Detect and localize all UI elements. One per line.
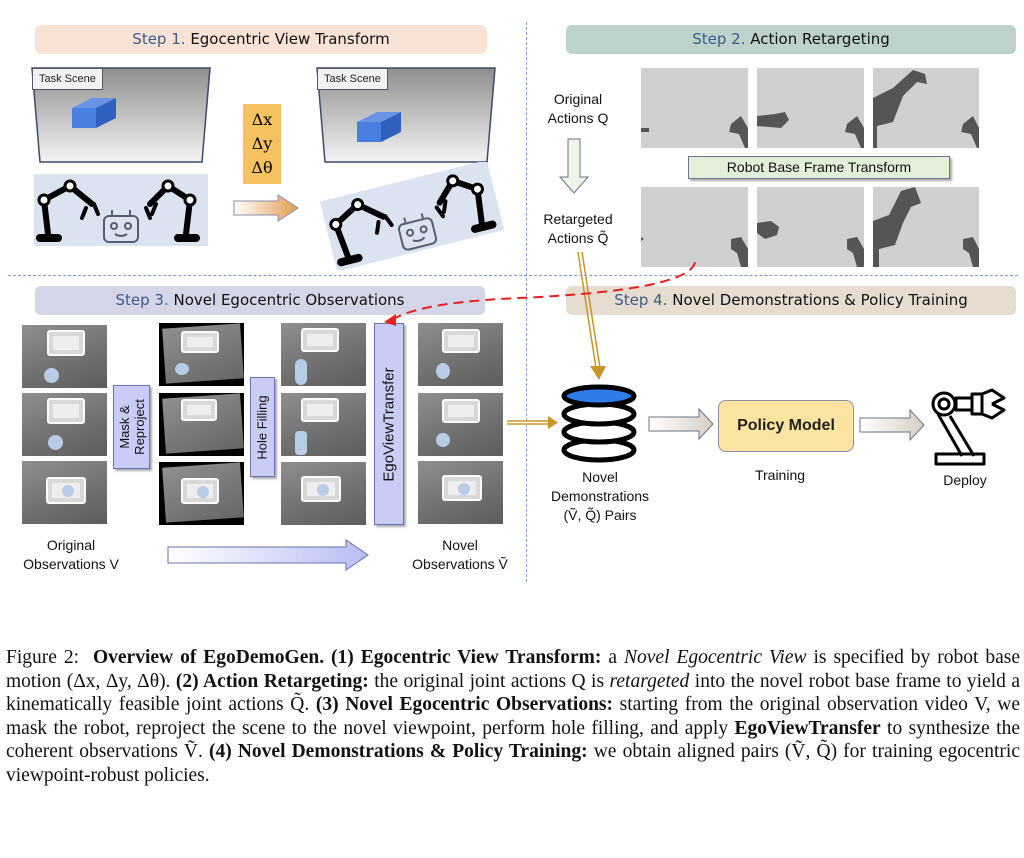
original-observations-label: Original Observations V	[23, 537, 119, 572]
novel-observation-1	[418, 323, 503, 386]
step1-prefix: Step 1.	[132, 30, 186, 48]
step3-banner: Step 3. Novel Egocentric Observations	[35, 286, 485, 315]
database-icon	[561, 384, 637, 463]
mask-line2: Reproject	[131, 399, 147, 455]
novel-observation-2	[418, 393, 503, 456]
retarget-down-arrow	[558, 138, 590, 194]
original-action-frame-2	[757, 68, 864, 148]
caption-title: Overview of EgoDemoGen.	[92, 647, 325, 668]
filled-observation-1	[281, 323, 366, 386]
delta-y: Δy	[251, 134, 273, 153]
robot-arm-icon-right	[144, 179, 200, 242]
ego-view-transfer-label: EgoViewTransfer	[380, 366, 398, 482]
step3-prefix: Step 3.	[115, 291, 169, 309]
ego-view-transfer-box: EgoViewTransfer	[374, 323, 404, 525]
observations-to-database-arrowhead	[548, 416, 558, 429]
filled-observation-2	[281, 393, 366, 456]
arrow-to-policy	[648, 407, 714, 441]
base-motion-delta-box: Δx Δy Δθ	[243, 104, 281, 184]
original-action-frame-1	[641, 68, 748, 148]
step4-prefix: Step 4.	[614, 291, 668, 309]
mask-reproject-box: Mask &Reproject	[113, 385, 150, 469]
step4-banner: Step 4. Novel Demonstrations & Policy Tr…	[566, 286, 1016, 315]
original-observation-2	[22, 393, 107, 456]
novel-observations-label: Novel Observations Ṽ	[412, 537, 508, 572]
delta-x: Δx	[251, 110, 273, 129]
robot-base-novel	[319, 162, 505, 270]
robot-face-icon	[103, 210, 139, 243]
masked-observation-1	[159, 323, 244, 386]
caption-step2-head: (2) Action Retargeting:	[175, 670, 369, 692]
blue-block-left	[72, 98, 116, 108]
caption-step4-head: (4) Novel Demonstrations & Policy Traini…	[208, 741, 588, 763]
original-observation-3	[22, 461, 107, 524]
figure-label: Figure 2:	[6, 647, 80, 668]
original-observation-1	[22, 325, 107, 388]
original-actions-label: Original Actions Q	[547, 91, 609, 126]
horizontal-divider	[8, 275, 1018, 276]
robot-arm-icon-left	[36, 179, 100, 242]
step1-title: Egocentric View Transform	[190, 30, 390, 48]
caption-step3-head: (3) Novel Egocentric Observations:	[315, 694, 613, 716]
task-scene-tag-right: Task Scene	[317, 68, 388, 90]
transform-arrow	[233, 194, 299, 222]
original-action-frame-3	[873, 68, 979, 148]
hole-filling-box: Hole Filling	[250, 377, 275, 477]
retargeted-action-frame-3	[873, 187, 979, 267]
actions-to-database-arrowhead	[590, 366, 606, 380]
observation-pipeline-arrow	[167, 539, 369, 571]
caption-step1-head: (1) Egocentric View Transform:	[331, 647, 602, 668]
blue-block-right	[357, 112, 401, 122]
masked-observation-3	[159, 462, 244, 525]
novel-observation-3	[418, 461, 503, 524]
hole-filling-label: Hole Filling	[255, 394, 270, 460]
novel-demonstrations-label: Novel Demonstrations (Ṽ, Q̃) Pairs	[550, 469, 650, 523]
task-scene-right	[316, 67, 496, 163]
retargeted-action-frame-2	[757, 187, 864, 267]
mask-line1: Mask &	[116, 405, 132, 449]
retargeted-actions-label: Retargeted Actions Q̃	[543, 211, 613, 246]
masked-observation-2	[159, 393, 244, 456]
training-label: Training	[754, 467, 806, 483]
task-scene-tag-left: Task Scene	[32, 68, 103, 90]
step3-title: Novel Egocentric Observations	[173, 291, 405, 309]
task-scene-left	[31, 67, 211, 163]
deploy-robot-arm-icon	[931, 388, 1006, 466]
deploy-label: Deploy	[943, 472, 987, 488]
step2-prefix: Step 2.	[692, 30, 746, 48]
step2-title: Action Retargeting	[750, 30, 890, 48]
step4-title: Novel Demonstrations & Policy Training	[672, 291, 968, 309]
robot-base-frame-transform-box: Robot Base Frame Transform	[688, 156, 950, 179]
robot-base-original	[34, 174, 208, 246]
policy-model-box: Policy Model	[718, 400, 854, 452]
retargeted-action-frame-1	[641, 187, 748, 267]
filled-observation-3	[281, 462, 366, 525]
arrow-to-deploy	[859, 408, 925, 442]
delta-theta: Δθ	[251, 158, 273, 177]
step2-banner: Step 2. Action Retargeting	[566, 25, 1016, 54]
step1-banner: Step 1. Egocentric View Transform	[35, 25, 487, 54]
observations-to-database-connector	[507, 420, 548, 425]
vertical-divider	[526, 22, 527, 582]
figure-caption: Figure 2: Overview of EgoDemoGen. (1) Eg…	[6, 647, 1021, 786]
